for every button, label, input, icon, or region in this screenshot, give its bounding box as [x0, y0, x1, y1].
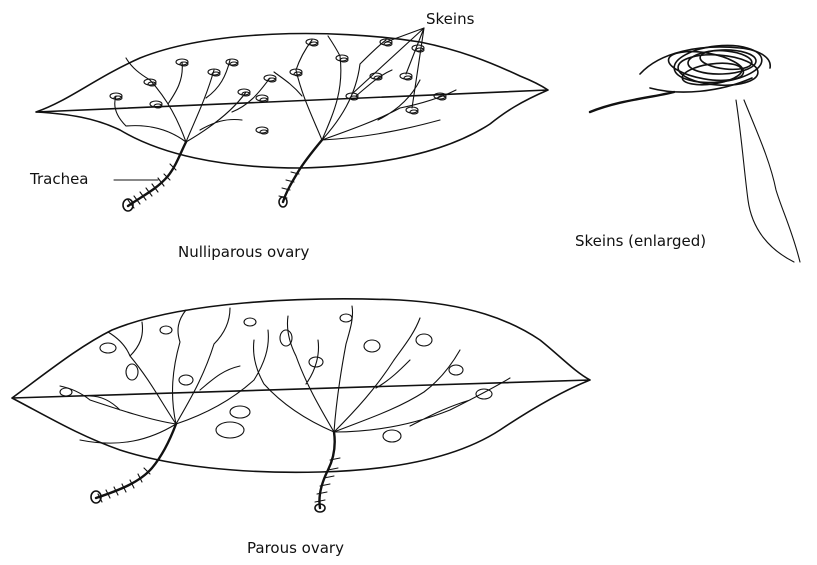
nulliparous-tracheoles — [115, 36, 456, 142]
parous-tracheoles — [60, 306, 510, 443]
nulliparous-ovary-label: Nulliparous ovary — [178, 243, 309, 261]
parous-ovary: Parous ovary — [12, 299, 590, 557]
parous-left-trachea-rings — [98, 468, 150, 502]
enlarged-skein-tails — [736, 100, 800, 262]
skeins-label: Skeins — [426, 10, 475, 28]
nulliparous-ovary: Skeins Trachea Nulliparous ovary — [29, 10, 548, 261]
enlarged-trachea-stem — [590, 92, 674, 112]
nulliparous-ovary-outline — [36, 34, 548, 168]
right-trachea — [283, 140, 322, 202]
parous-loops — [60, 314, 492, 442]
parous-right-trachea — [319, 432, 334, 508]
nulliparous-skeins — [110, 39, 446, 134]
trachea-label: Trachea — [29, 170, 89, 188]
parous-ovary-outline — [12, 299, 590, 472]
skeins-enlarged: Skeins (enlarged) — [575, 41, 800, 262]
enlarged-skein-coil — [640, 41, 770, 92]
skeins-enlarged-label: Skeins (enlarged) — [575, 232, 706, 250]
left-trachea — [128, 142, 186, 206]
parous-ovary-label: Parous ovary — [247, 539, 344, 557]
